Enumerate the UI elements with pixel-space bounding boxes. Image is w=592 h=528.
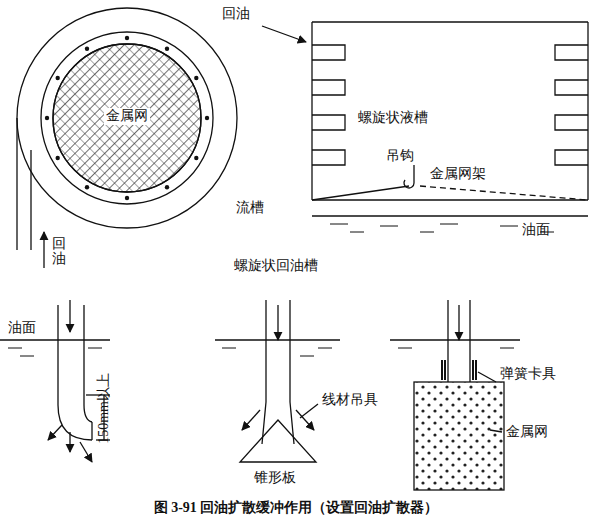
part-label: 螺旋状液槽 [356,110,430,127]
dimension: 150mm以上 [96,373,113,444]
figure-caption: 图 3-91 回油扩散缓冲作用（设置回油扩散器） [154,500,439,517]
part-label: 弹簧卡具 [500,366,556,383]
inlet-label: 回油 [52,236,66,267]
subtitle: 螺旋状回油槽 [234,258,318,275]
part-label: 金属网架 [428,166,488,183]
part-label: 流槽 [236,200,264,217]
part-label: 线材吊具 [322,392,378,409]
part-label: 吊钩 [386,148,414,165]
part-label: 金属网 [506,424,548,441]
part-label: 金属网 [104,108,150,125]
oil-level-label: 油面 [522,222,550,239]
part-label: 锥形板 [254,470,296,487]
oil-level-label: 油面 [8,320,36,337]
inlet-label: 回油 [222,6,250,23]
